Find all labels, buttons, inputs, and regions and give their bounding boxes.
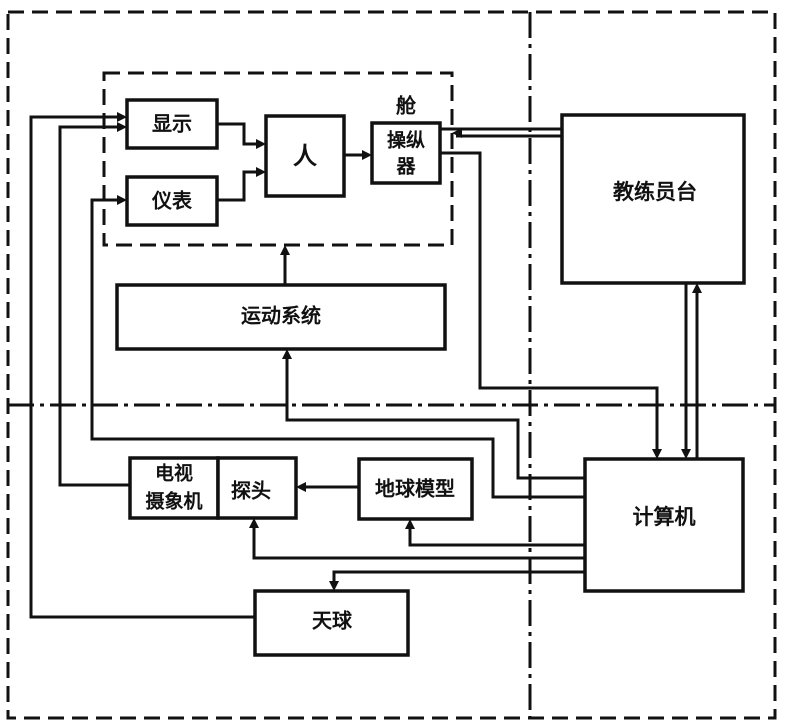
human-label: 人 <box>293 142 317 170</box>
arrowhead <box>117 195 127 205</box>
probe-label: 探头 <box>231 479 271 503</box>
outer-boundary <box>6 10 777 720</box>
arrowhead <box>280 245 290 255</box>
computer-block <box>583 457 745 593</box>
cockpit-boundary <box>102 71 454 247</box>
link-computer-earth <box>408 527 585 547</box>
cockpit-label: 舱 <box>396 94 417 118</box>
link-instrument-human <box>217 170 260 202</box>
controller-label-line1: 操纵 <box>387 129 425 152</box>
link-display-human <box>217 122 260 146</box>
motion-system-label: 运动系统 <box>241 304 321 328</box>
celestial-sphere-block <box>253 589 410 657</box>
motion-system-block <box>115 283 447 351</box>
arrowhead <box>692 283 702 293</box>
arrowhead <box>282 349 292 359</box>
arrowhead <box>652 449 662 459</box>
arrowhead <box>256 139 266 149</box>
link-computer-motion <box>285 357 585 480</box>
earth-model-label: 地球模型 <box>375 477 455 501</box>
human-block <box>264 114 346 198</box>
arrowhead <box>256 167 266 177</box>
celestial-sphere-label: 天球 <box>312 609 353 633</box>
arrowhead <box>405 519 415 529</box>
link-computer-probe <box>252 526 585 560</box>
instrument-block <box>125 175 219 227</box>
display-block <box>125 98 219 150</box>
link-controller-computer <box>440 151 659 451</box>
tv-camera-label-line1: 电视 <box>155 462 193 485</box>
arrowhead <box>117 112 127 122</box>
arrowhead <box>296 482 306 492</box>
link-computer-celestial <box>332 570 585 583</box>
probe-block <box>216 456 298 520</box>
controller-block <box>370 121 442 185</box>
arrowhead <box>452 128 462 138</box>
link-camera-display <box>58 125 130 487</box>
link-celestial-display <box>29 115 255 619</box>
display-label: 显示 <box>152 112 192 136</box>
arrowhead <box>362 150 372 160</box>
computer-label: 计算机 <box>633 505 696 529</box>
instrument-label: 仪表 <box>151 189 193 213</box>
arrowhead <box>681 449 691 459</box>
arrowhead <box>249 518 259 528</box>
tv-camera-label-line2: 摄象机 <box>145 490 202 513</box>
instructor-station-label: 教练员台 <box>613 180 697 204</box>
link-computer-instrument <box>90 198 585 499</box>
controller-label-line2: 器 <box>395 156 416 178</box>
instructor-station-block <box>560 113 746 285</box>
arrowhead <box>329 581 339 591</box>
earth-model-block <box>357 457 474 521</box>
arrowhead <box>117 122 127 132</box>
